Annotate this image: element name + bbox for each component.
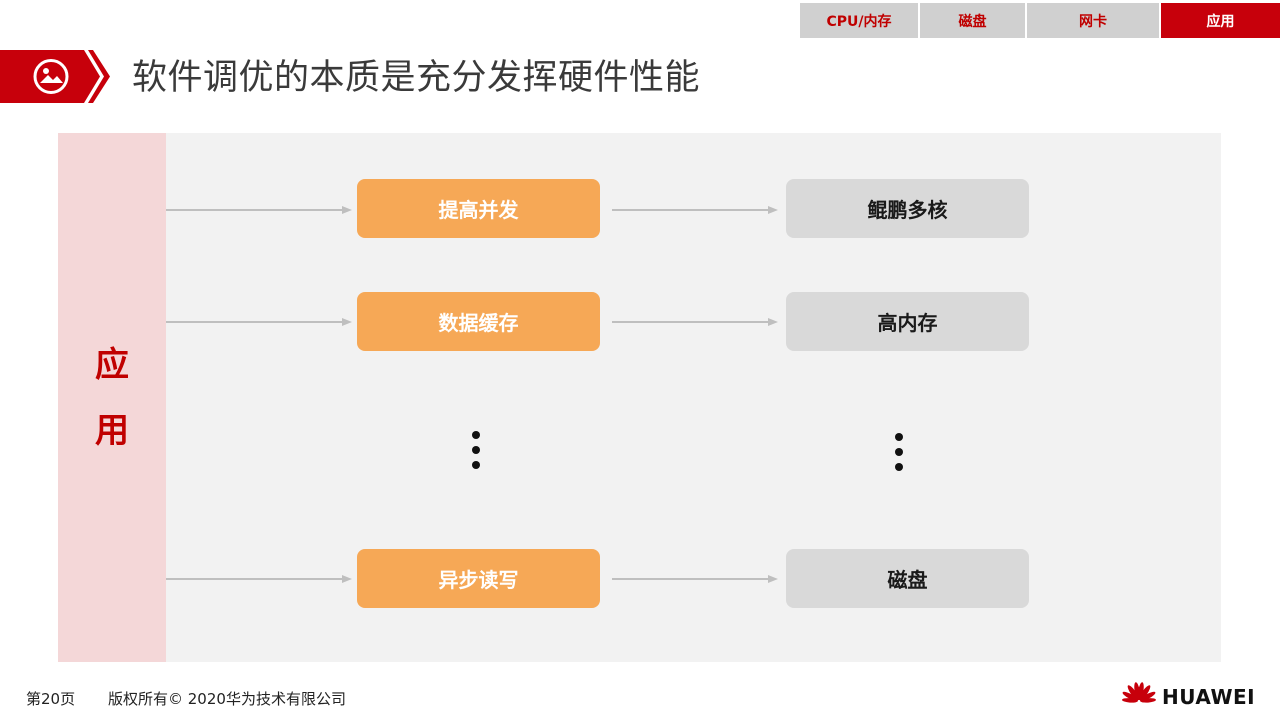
tab-nic[interactable]: 网卡 bbox=[1027, 3, 1159, 38]
title-ribbon bbox=[0, 50, 110, 103]
huawei-flower-icon bbox=[1122, 682, 1156, 703]
method-box: 数据缓存 bbox=[357, 292, 600, 351]
method-box: 提高并发 bbox=[357, 179, 600, 238]
hardware-box: 高内存 bbox=[786, 292, 1029, 351]
arrow bbox=[166, 318, 352, 326]
ellipsis-dots bbox=[471, 431, 481, 476]
page-number: 第20页 bbox=[26, 690, 76, 708]
application-label-char: 用 bbox=[95, 410, 129, 451]
diagram-panel: 应 用 提高并发 鲲鹏多核 数据缓存 高内存 异步读写 磁盘 bbox=[58, 133, 1221, 662]
hardware-box: 磁盘 bbox=[786, 549, 1029, 608]
application-label-char: 应 bbox=[95, 344, 129, 385]
tab-application[interactable]: 应用 bbox=[1161, 3, 1280, 38]
application-label: 应 用 bbox=[58, 133, 166, 662]
brand-name: HUAWEI bbox=[1162, 685, 1256, 709]
tab-cpu-memory[interactable]: CPU/内存 bbox=[800, 3, 918, 38]
huawei-logo: HUAWEI bbox=[1120, 682, 1255, 712]
ellipsis-dots bbox=[894, 433, 904, 478]
section-tabs: CPU/内存 磁盘 网卡 应用 bbox=[800, 3, 1280, 38]
arrow bbox=[166, 575, 352, 583]
arrow bbox=[166, 206, 352, 214]
page-title: 软件调优的本质是充分发挥硬件性能 bbox=[132, 58, 701, 98]
arrow bbox=[612, 206, 778, 214]
copyright: 版权所有© 2020华为技术有限公司 bbox=[108, 690, 346, 708]
arrow bbox=[612, 318, 778, 326]
tab-disk[interactable]: 磁盘 bbox=[920, 3, 1025, 38]
method-box: 异步读写 bbox=[357, 549, 600, 608]
arrow bbox=[612, 575, 778, 583]
hardware-box: 鲲鹏多核 bbox=[786, 179, 1029, 238]
image-icon bbox=[33, 59, 69, 94]
